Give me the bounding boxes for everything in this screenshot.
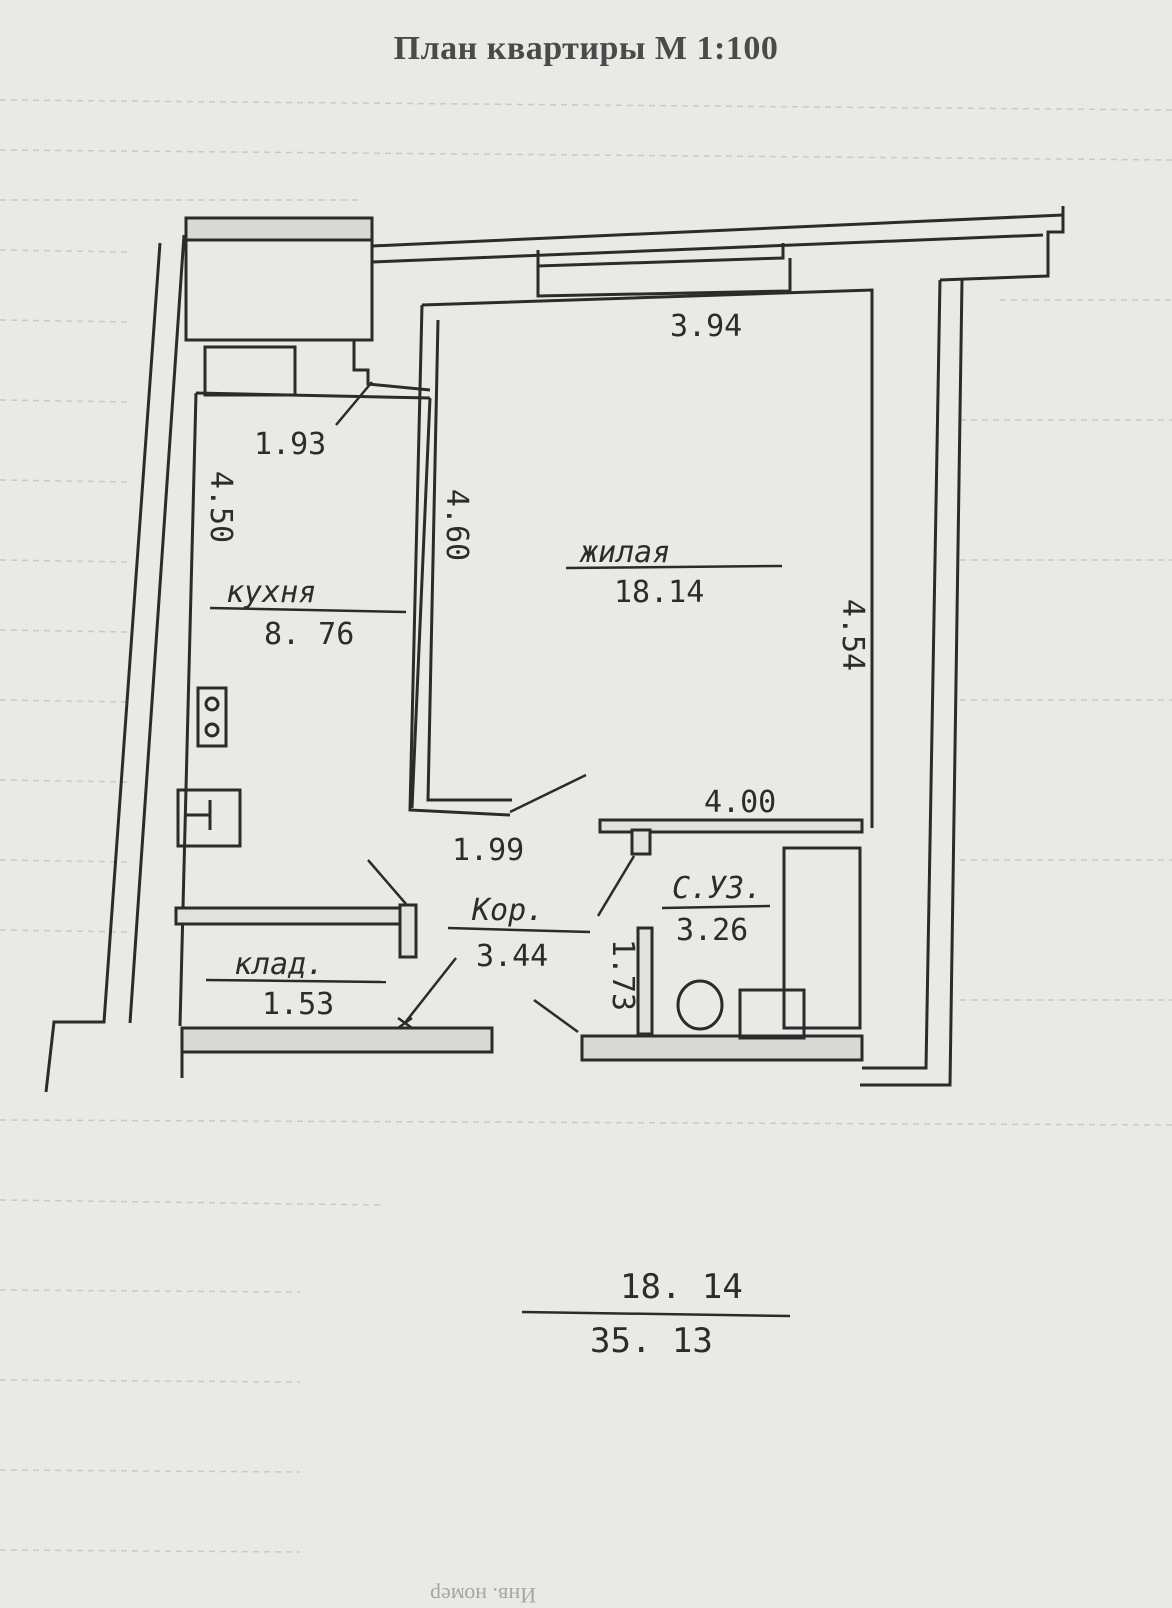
- living-dim-door: 1.99: [452, 833, 525, 868]
- kitchen-dim-top: 1.93: [254, 427, 327, 462]
- bathroom-name: С.У3.: [672, 871, 763, 906]
- footer-faint-text: Инв. номер: [430, 1583, 537, 1608]
- door-swings: [335, 381, 636, 1034]
- storage-name: клад.: [234, 947, 325, 982]
- corridor-name: Кор.: [472, 893, 545, 928]
- form-lines: [0, 99, 1172, 1553]
- label-underlines: [205, 564, 791, 1318]
- living-room-name: жилая: [580, 535, 671, 570]
- kitchen-name: кухня: [226, 575, 317, 610]
- summary-living-area: 18. 14: [620, 1267, 743, 1307]
- kitchen-dim-left: 4.50: [203, 470, 239, 544]
- storage-area: 1.53: [262, 987, 335, 1022]
- plan-title: План квартиры М 1:100: [393, 30, 779, 67]
- walls: [44, 206, 1065, 1093]
- corridor-area: 3.44: [476, 939, 549, 974]
- corridor-dim: 1.73: [605, 938, 641, 1012]
- summary-total-area: 35. 13: [590, 1321, 713, 1361]
- bathroom-area: 3.26: [676, 913, 749, 948]
- living-dim-top: 3.94: [670, 309, 743, 344]
- living-dim-right: 4.54: [835, 598, 871, 672]
- living-dim-bottom: 4.00: [704, 785, 777, 820]
- living-room-area: 18.14: [614, 575, 705, 610]
- living-dim-left: 4.60: [439, 488, 475, 562]
- kitchen-area: 8. 76: [264, 617, 355, 652]
